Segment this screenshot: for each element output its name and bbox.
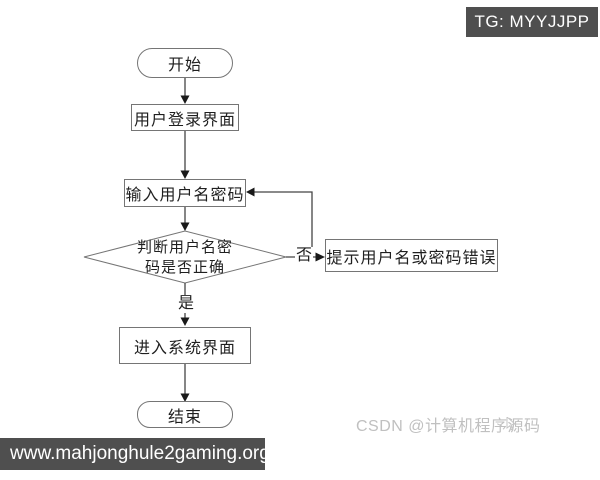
arrowhead-into-decision [180,222,190,231]
decision-label-line1: 判断用户名密 [136,240,233,256]
flow-node-start-label: 开始 [167,57,202,74]
edge-error-branch-back-to-input [254,191,313,257]
arrowhead-into-enter [180,317,190,326]
flow-node-start: 开始 [137,48,233,78]
flow-node-enter-system-label: 进入系统界面 [133,339,236,357]
flow-node-input-credentials-label: 输入用户名密码 [125,187,245,204]
arrowheads [180,95,325,402]
mouse-cursor-icon [506,417,517,430]
decision-label-line2: 码是否正确 [144,260,225,276]
flow-node-end-label: 结束 [167,408,202,426]
arrowhead-into-login [180,95,190,104]
arrowhead-back-into-input [246,187,255,197]
arrowhead-into-end [180,393,190,402]
flow-node-login-ui-label: 用户登录界面 [133,111,236,129]
branch-label-no: 否 [295,247,314,265]
flow-node-enter-system: 进入系统界面 [119,327,251,364]
flow-node-login-ui: 用户登录界面 [131,104,239,131]
website-badge: www.mahjonghule2gaming.org [0,438,270,470]
flow-node-end: 结束 [137,401,233,428]
csdn-watermark: CSDN @计算机程序源码 [356,418,541,435]
tg-contact-badge: TG: MYYJJPP [466,7,598,37]
arrowhead-into-input [180,170,190,179]
flow-node-error-hint: 提示用户名或密码错误 [325,239,498,272]
flow-node-error-hint-label: 提示用户名或密码错误 [326,249,497,267]
flow-node-decision-label: 判断用户名密 码是否正确 [113,237,257,279]
branch-label-yes: 是 [177,295,196,313]
arrowhead-into-error [315,252,325,262]
flow-node-input-credentials: 输入用户名密码 [124,179,246,207]
